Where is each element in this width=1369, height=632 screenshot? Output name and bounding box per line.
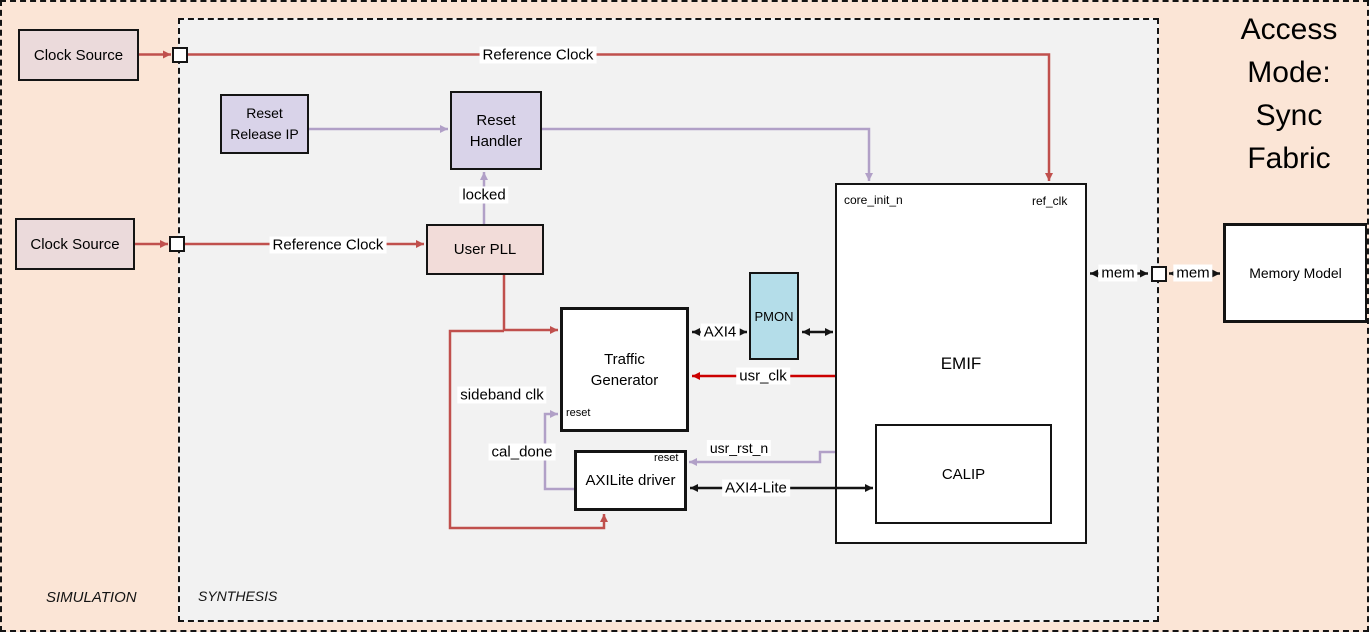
memory-model-block: Memory Model (1223, 223, 1367, 323)
simulation-region-label: SIMULATION (46, 589, 137, 606)
port-square-mem (1151, 266, 1167, 282)
reset-handler-block: Reset Handler (450, 91, 542, 170)
pmon-block: PMON (749, 272, 799, 360)
emif-core-init-n-pin: core_init_n (844, 193, 903, 207)
sideband-clk-label: sideband clk (457, 386, 547, 404)
clock-source-bottom-block: Clock Source (15, 218, 135, 270)
access-mode-title-line: Sync (1255, 99, 1323, 132)
access-mode-title: Access Mode: Sync Fabric (1207, 8, 1367, 180)
calip-block: CALIP (875, 424, 1052, 524)
access-mode-title-line: Access (1240, 13, 1338, 46)
access-mode-title-line: Fabric (1247, 142, 1331, 175)
mem-right-label: mem (1173, 264, 1213, 282)
traffic-generator-reset-pin: reset (566, 407, 591, 419)
locked-label: locked (459, 186, 509, 204)
user-pll-block: User PLL (426, 224, 544, 275)
port-square-refclk-top (172, 47, 188, 63)
usr-rst-n-label: usr_rst_n (706, 440, 772, 456)
emif-ref-clk-pin: ref_clk (1032, 194, 1068, 208)
axilite-driver-reset-pin: reset (654, 452, 679, 464)
synthesis-region-label: SYNTHESIS (198, 588, 278, 604)
access-mode-title-line: Mode: (1247, 56, 1331, 89)
clock-source-top-block: Clock Source (18, 29, 139, 81)
reset-release-ip-block: Reset Release IP (220, 94, 309, 154)
cal-done-label: cal_done (488, 443, 556, 461)
usr-clk-label: usr_clk (736, 367, 790, 385)
axi4-label: AXI4 (700, 323, 740, 341)
mem-left-label: mem (1098, 264, 1138, 282)
emif-label: EMIF (940, 353, 982, 373)
port-square-refclk-bottom (169, 236, 185, 252)
axi4-lite-label: AXI4-Lite (722, 479, 790, 497)
reference-clock-top-label: Reference Clock (479, 46, 597, 64)
reference-clock-bottom-label: Reference Clock (269, 236, 387, 254)
